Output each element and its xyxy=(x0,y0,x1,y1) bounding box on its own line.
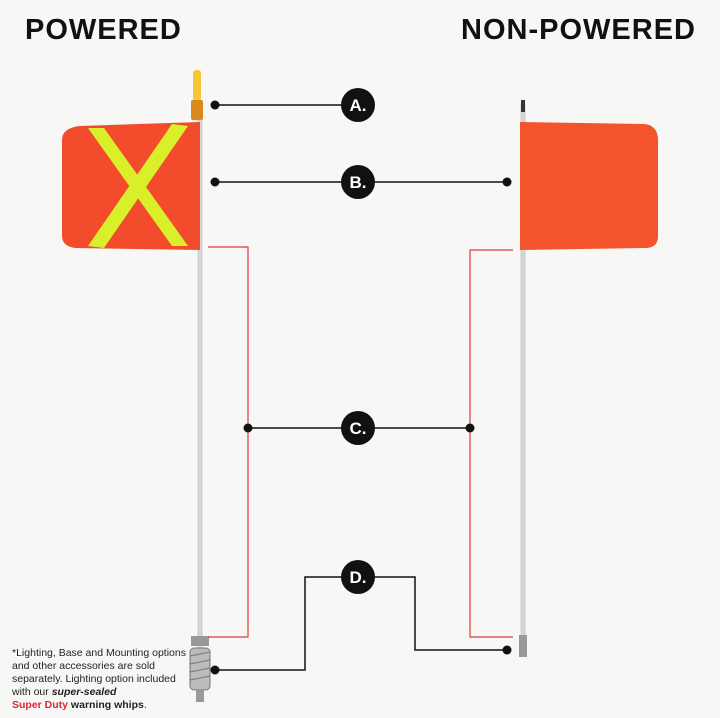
right-length-bracket xyxy=(469,249,513,638)
callout-d: D. xyxy=(341,560,375,594)
callout-b: B. xyxy=(341,165,375,199)
right-flag xyxy=(520,122,658,250)
callout-a: A. xyxy=(341,88,375,122)
footnote-period: . xyxy=(143,699,147,711)
footnote-emphasis: super-sealed xyxy=(51,686,117,698)
svg-text:C.: C. xyxy=(350,419,367,438)
callout-c: C. xyxy=(341,411,375,445)
light-icon xyxy=(193,70,201,102)
left-length-bracket xyxy=(208,246,249,638)
powered-title: POWERED xyxy=(25,14,182,46)
spring-base-icon xyxy=(189,647,211,702)
non-powered-whip xyxy=(519,100,658,657)
footnote-text-end: warning whips xyxy=(68,699,144,711)
svg-text:B.: B. xyxy=(350,173,367,192)
svg-text:D.: D. xyxy=(350,568,367,587)
powered-whip xyxy=(62,70,211,702)
footnote: *Lighting, Base and Mounting options and… xyxy=(12,647,192,712)
footnote-brand: Super Duty xyxy=(12,699,69,711)
non-powered-title: NON-POWERED xyxy=(461,14,696,46)
svg-text:A.: A. xyxy=(350,96,367,115)
footnote-text: *Lighting, Base and Mounting options and… xyxy=(12,647,186,698)
